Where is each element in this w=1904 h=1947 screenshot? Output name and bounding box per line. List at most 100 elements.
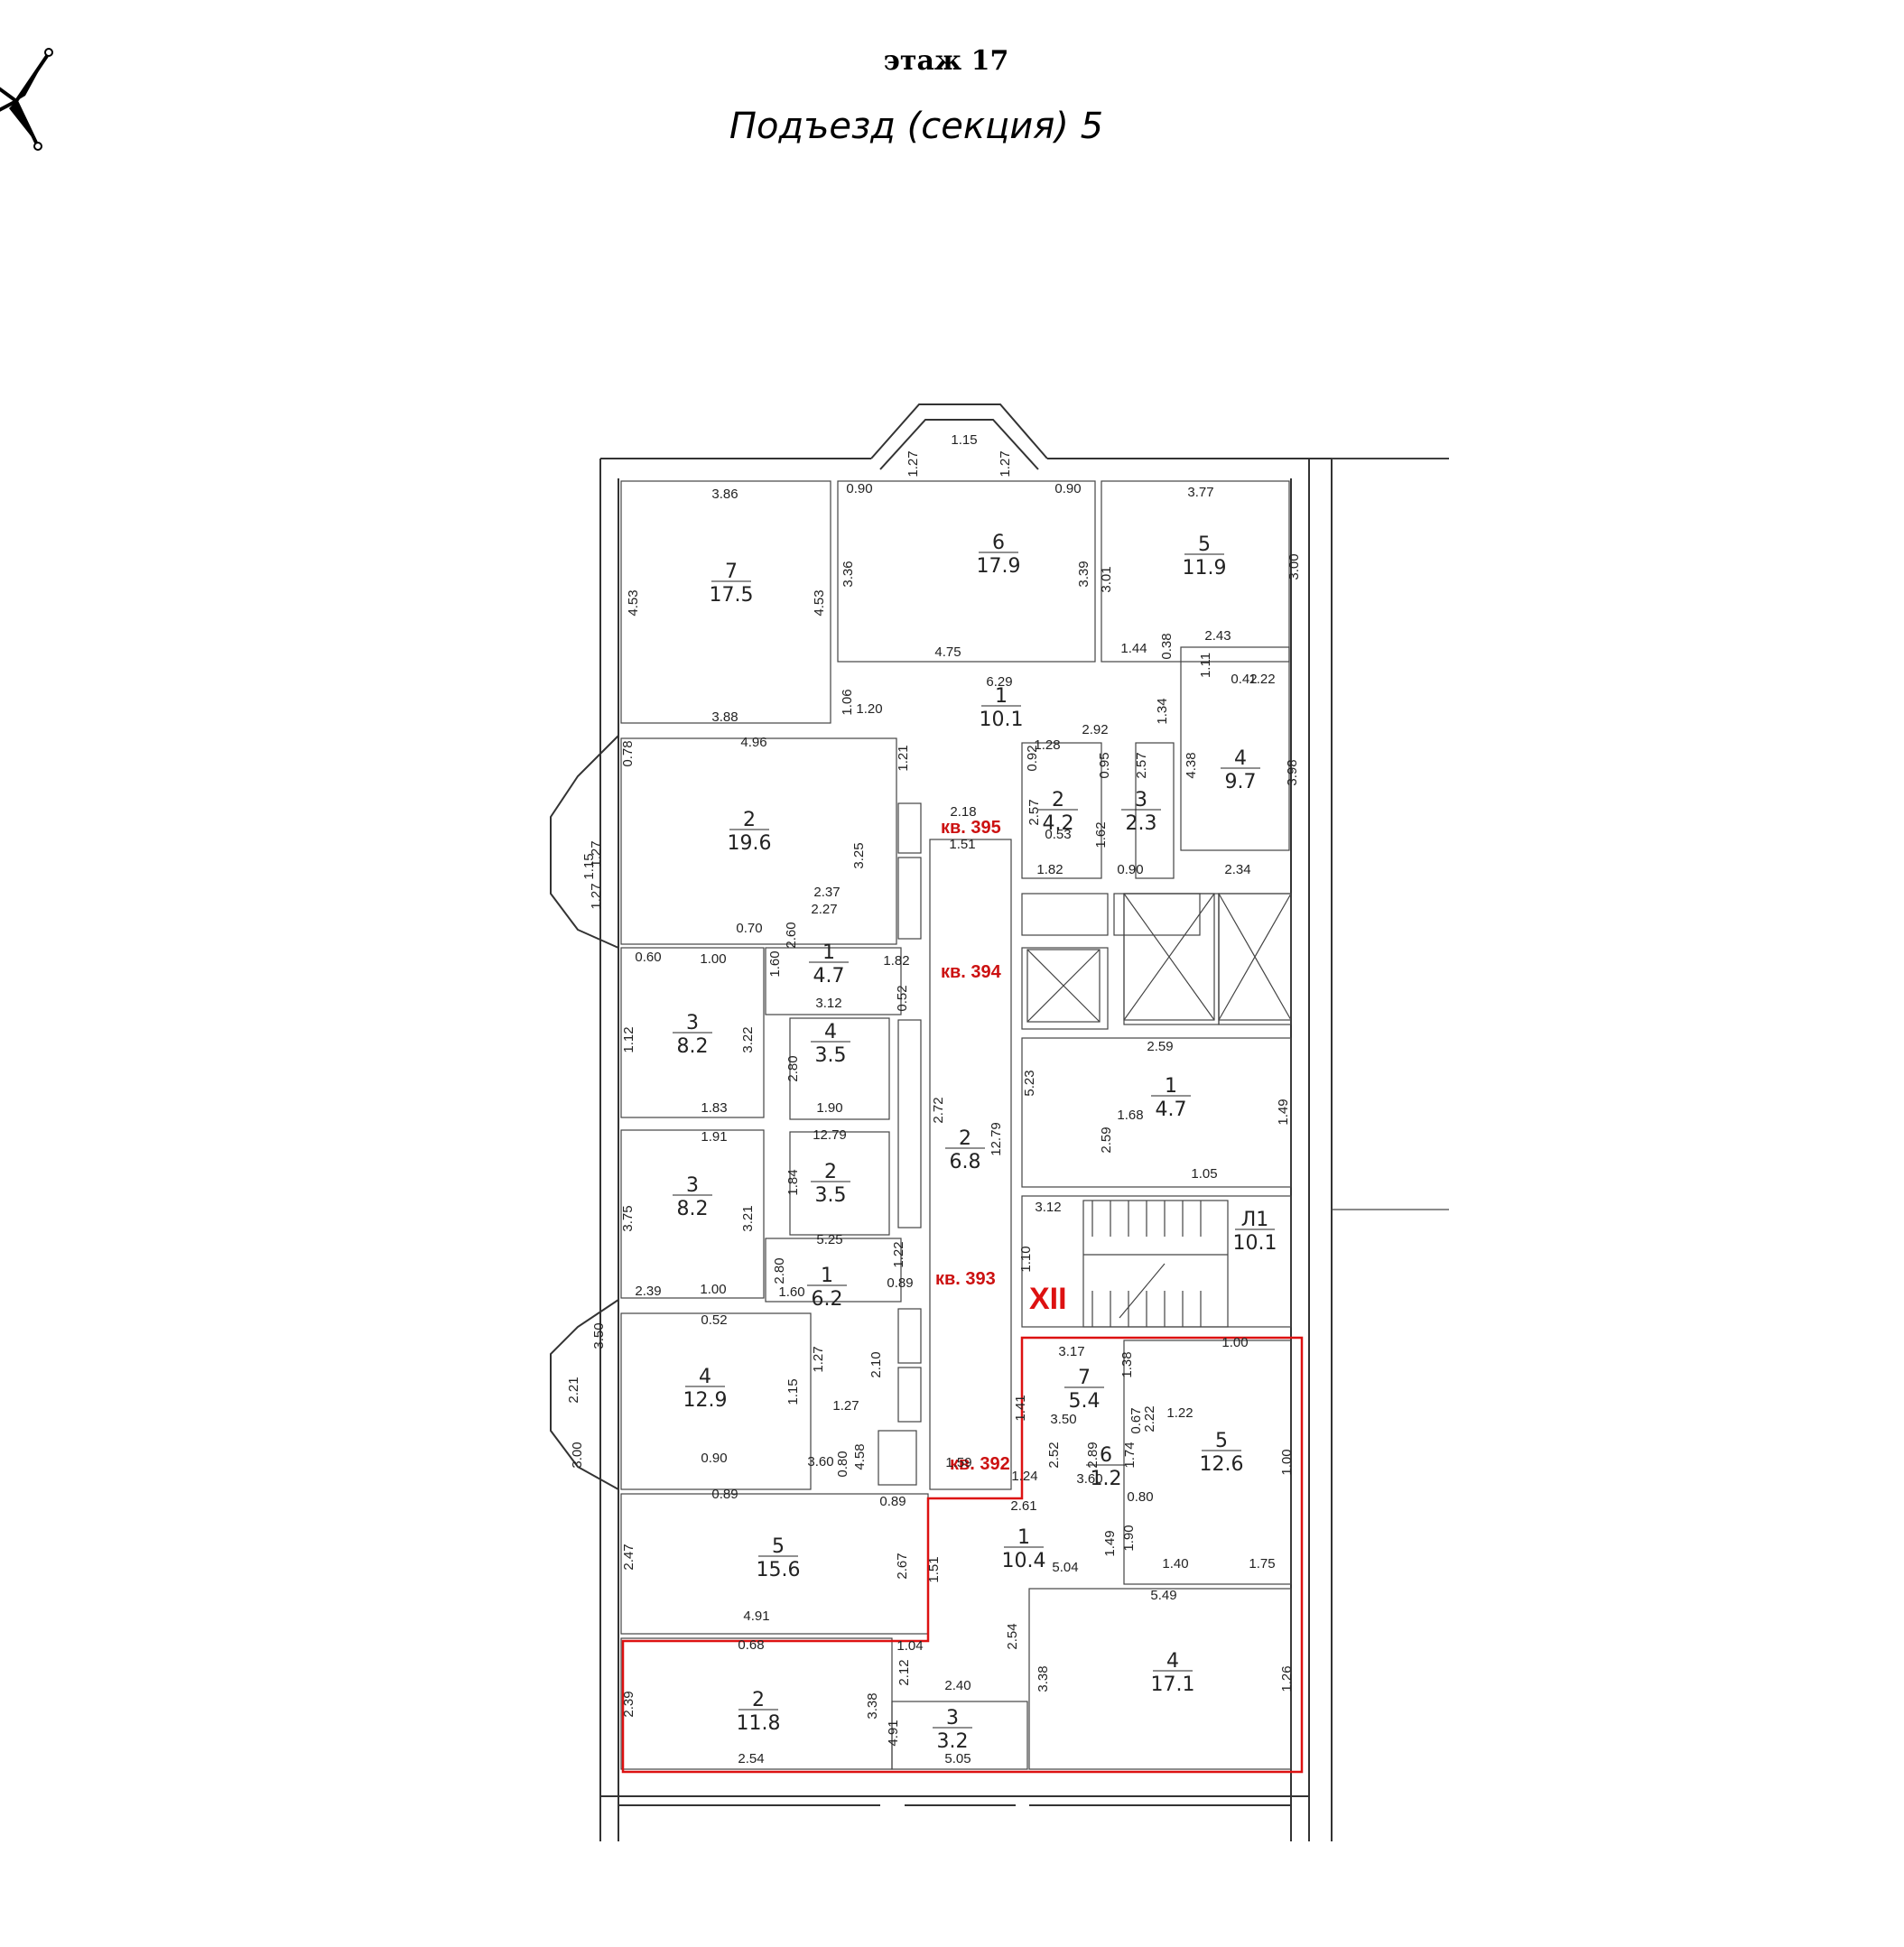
dimension-label: 3.12 bbox=[1035, 1200, 1061, 1215]
dimension-label: 1.27 bbox=[832, 1398, 859, 1414]
room-area: 6.8 bbox=[950, 1151, 981, 1173]
dimension-label: 2.37 bbox=[813, 885, 840, 900]
dimension-label: 1.27 bbox=[589, 883, 604, 909]
room-labels: 717.5617.9511.9110.149.7219.624.232.314.… bbox=[673, 532, 1277, 1753]
dimension-label: 1.12 bbox=[621, 1026, 636, 1052]
room-label: 38.2 bbox=[673, 1174, 712, 1220]
room-label: 23.5 bbox=[811, 1161, 850, 1207]
room-area: 11.8 bbox=[737, 1712, 781, 1735]
apartment-label: кв. 392 bbox=[950, 1454, 1010, 1474]
dimension-label: 1.15 bbox=[785, 1378, 801, 1405]
room-number: 6 bbox=[992, 532, 1005, 554]
room-label: 110.4 bbox=[1002, 1526, 1046, 1572]
dimension-label: 1.74 bbox=[1122, 1442, 1138, 1468]
dimension-label: 1.40 bbox=[1162, 1556, 1188, 1572]
dimension-label: 0.90 bbox=[846, 481, 872, 496]
room-number: 1 bbox=[1165, 1075, 1177, 1098]
room-area: 19.6 bbox=[728, 832, 772, 855]
dimension-label: 2.57 bbox=[1134, 752, 1149, 778]
room-area: 17.5 bbox=[710, 584, 754, 607]
dimension-label: 2.54 bbox=[738, 1751, 764, 1766]
dimension-label: 1.15 bbox=[951, 432, 977, 448]
dimension-label: 4.75 bbox=[934, 644, 961, 660]
dimension-label: 2.18 bbox=[950, 804, 976, 820]
room-area: 8.2 bbox=[677, 1198, 709, 1220]
dimension-label: 3.17 bbox=[1058, 1344, 1084, 1359]
room-label: 511.9 bbox=[1183, 533, 1227, 579]
room-number: 7 bbox=[1078, 1367, 1091, 1389]
dimension-label: 3.50 bbox=[1050, 1412, 1076, 1427]
dimension-label: 1.00 bbox=[700, 951, 726, 967]
dimension-label: 3.50 bbox=[591, 1322, 607, 1349]
dimension-label: 0.52 bbox=[895, 985, 910, 1011]
dimension-label: 2.61 bbox=[1010, 1498, 1036, 1514]
dimension-label: 3.25 bbox=[851, 842, 867, 868]
dimension-label: 1.20 bbox=[856, 701, 882, 717]
room-number: 6 bbox=[1100, 1444, 1112, 1467]
dimension-label: 2.34 bbox=[1224, 862, 1250, 877]
room-label: 110.1 bbox=[980, 685, 1024, 731]
room-label: 61.2 bbox=[1086, 1444, 1126, 1490]
dimension-label: 1.51 bbox=[949, 837, 975, 852]
room-area: 3.2 bbox=[937, 1730, 969, 1753]
room-label: 16.2 bbox=[807, 1265, 847, 1311]
elevator-shafts bbox=[1026, 893, 1292, 1023]
dimension-label: 2.59 bbox=[1099, 1126, 1114, 1153]
dimension-label: 2.52 bbox=[1046, 1442, 1062, 1468]
dimension-label: 1.75 bbox=[1249, 1556, 1275, 1572]
room-label: 33.2 bbox=[933, 1707, 972, 1753]
dimension-label: 1.82 bbox=[1036, 862, 1063, 877]
room-area: 6.2 bbox=[812, 1288, 843, 1311]
dimension-label: 0.90 bbox=[701, 1451, 727, 1466]
room-label: 412.9 bbox=[683, 1366, 728, 1412]
dimension-label: 1.27 bbox=[906, 450, 921, 477]
dimension-label: 3.75 bbox=[620, 1205, 636, 1231]
dimension-label: 3.00 bbox=[570, 1442, 585, 1468]
room-area: 11.9 bbox=[1183, 557, 1227, 579]
room-number: 4 bbox=[1166, 1650, 1179, 1673]
dimension-label: 1.11 bbox=[1198, 653, 1213, 678]
room-number: 7 bbox=[725, 561, 738, 583]
dimension-label: 1.15 bbox=[581, 853, 597, 879]
dimension-label: 0.90 bbox=[1117, 862, 1143, 877]
dimension-label: 4.91 bbox=[743, 1609, 769, 1624]
dimension-label: 1.26 bbox=[1279, 1665, 1295, 1692]
dimension-label: 1.44 bbox=[1120, 641, 1147, 656]
interior-walls bbox=[620, 480, 1292, 1770]
dimension-label: 1.00 bbox=[1279, 1449, 1295, 1475]
dimension-label: 1.27 bbox=[998, 450, 1013, 477]
dimension-label: 0.42 bbox=[1231, 672, 1257, 687]
room-label: 717.5 bbox=[710, 561, 754, 607]
dimension-label: 2.89 bbox=[1085, 1442, 1101, 1468]
dimension-label: 2.39 bbox=[635, 1284, 661, 1299]
room-label: 219.6 bbox=[728, 809, 772, 855]
dimension-label: 3.77 bbox=[1187, 485, 1213, 500]
dimension-label: 0.80 bbox=[1127, 1489, 1153, 1505]
dimension-label: 3.86 bbox=[711, 487, 738, 502]
apartment-label: кв. 394 bbox=[941, 962, 1002, 982]
dimension-label: 2.80 bbox=[785, 1055, 801, 1081]
dimension-label: 0.52 bbox=[701, 1312, 727, 1328]
dimension-label: 3.22 bbox=[740, 1026, 756, 1052]
dimension-label: 1.28 bbox=[1034, 737, 1060, 753]
dimension-label: 1.38 bbox=[1119, 1351, 1135, 1377]
dimension-label: 4.91 bbox=[886, 1720, 901, 1746]
room-number: 3 bbox=[686, 1174, 699, 1197]
room-number: 4 bbox=[824, 1021, 837, 1043]
dimension-label: 0.78 bbox=[620, 740, 636, 766]
dimension-label: 0.70 bbox=[736, 921, 762, 936]
dimension-label: 1.41 bbox=[1013, 1395, 1028, 1421]
room-area: 15.6 bbox=[757, 1559, 801, 1581]
room-label: 617.9 bbox=[977, 532, 1021, 578]
room-number: 3 bbox=[686, 1012, 699, 1034]
dimension-label: 1.82 bbox=[883, 953, 909, 969]
dimension-label: 0.67 bbox=[1128, 1407, 1144, 1433]
room-number: 1 bbox=[821, 1265, 833, 1287]
dimension-label: 2.47 bbox=[621, 1544, 636, 1570]
dimension-label: 1.90 bbox=[1121, 1525, 1137, 1551]
room-area: 17.1 bbox=[1151, 1673, 1195, 1696]
dimension-label: 1.60 bbox=[767, 950, 783, 977]
dimension-label: 3.12 bbox=[815, 996, 841, 1011]
dimension-label: 0.92 bbox=[1025, 745, 1040, 771]
dimension-label: 1.91 bbox=[701, 1129, 727, 1145]
